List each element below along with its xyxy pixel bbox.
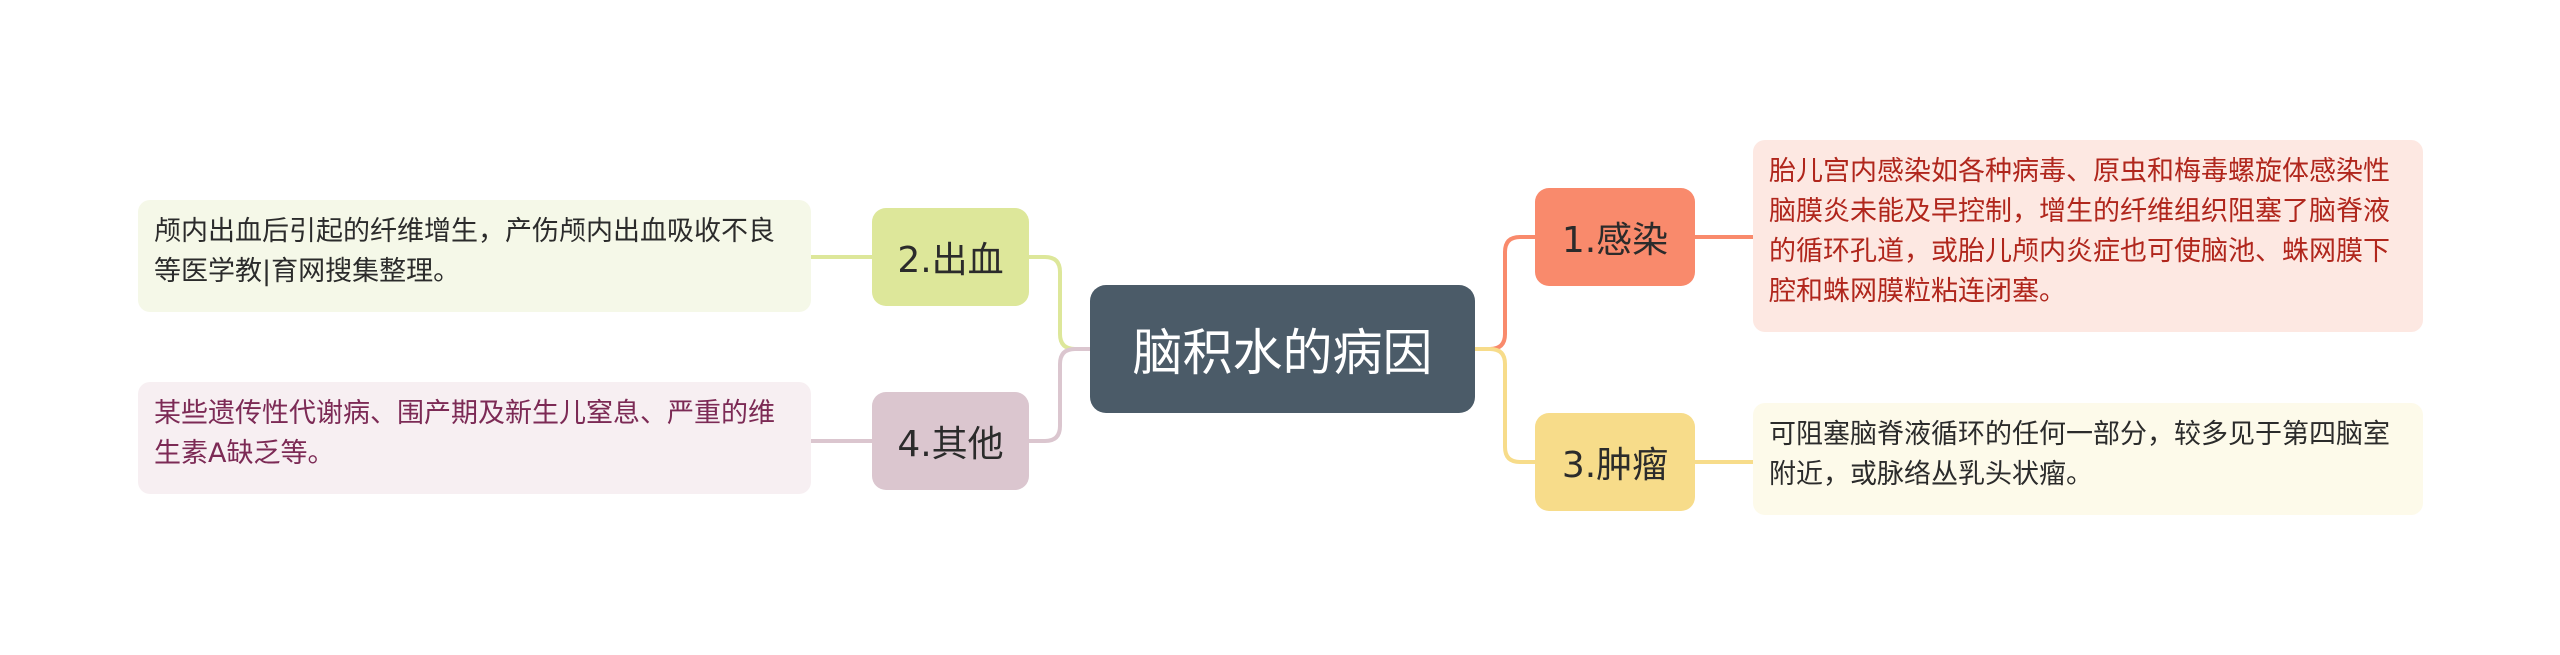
connector-center-bleed	[1029, 255, 1090, 351]
central-topic-label: 脑积水的病因	[1132, 324, 1433, 382]
branch-infection-label: 1.感染	[1561, 220, 1669, 261]
branch-hemorrhage-label: 2.出血	[897, 240, 1004, 281]
branch-hemorrhage[interactable]: 2.出血	[872, 208, 1029, 306]
detail-other[interactable]: 某些遗传性代谢病、围产期及新生儿窒息、严重的维生素A缺乏等。	[138, 382, 811, 494]
connector-center-tumor	[1475, 347, 1535, 464]
branch-tumor-label: 3.肿瘤	[1561, 445, 1669, 486]
branch-other[interactable]: 4.其他	[872, 392, 1029, 490]
detail-hemorrhage[interactable]: 颅内出血后引起的纤维增生，产伤颅内出血吸收不良等医学教|育网搜集整理。	[138, 200, 811, 312]
connector-center-infect	[1475, 235, 1535, 351]
branch-other-label: 4.其他	[897, 424, 1004, 465]
branch-tumor[interactable]: 3.肿瘤	[1535, 413, 1695, 511]
detail-infection[interactable]: 胎儿宫内感染如各种病毒、原虫和梅毒螺旋体感染性脑膜炎未能及早控制，增生的纤维组织…	[1753, 140, 2423, 332]
central-topic[interactable]: 脑积水的病因	[1090, 285, 1475, 413]
branch-infection[interactable]: 1.感染	[1535, 188, 1695, 286]
connector-center-other	[1029, 347, 1090, 443]
detail-tumor[interactable]: 可阻塞脑脊液循环的任何一部分，较多见于第四脑室附近，或脉络丛乳头状瘤。	[1753, 403, 2423, 515]
